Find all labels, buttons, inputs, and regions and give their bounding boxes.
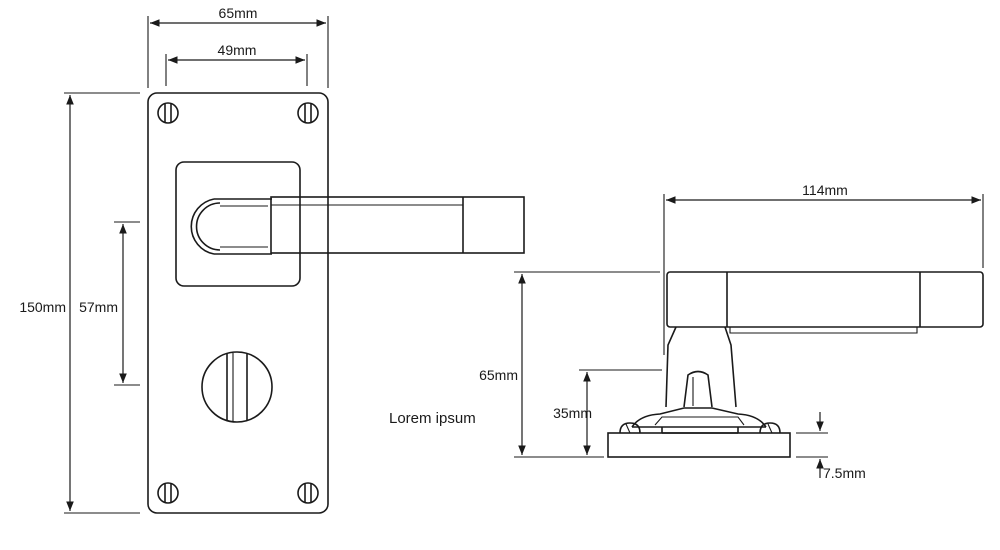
- lever-boss: [190, 198, 272, 255]
- dimension-front-screw-centres: [165, 54, 308, 86]
- side-view: 114mm 65mm 35mm 7.5mm: [479, 182, 984, 481]
- dimension-front-height: [64, 92, 140, 514]
- dimension-label-65mm-width: 65mm: [219, 5, 258, 21]
- dimension-front-width: [147, 16, 329, 88]
- side-lever-bar: [666, 271, 984, 334]
- side-rose-collar: [631, 407, 767, 434]
- dimension-label-114mm: 114mm: [802, 182, 848, 198]
- dimension-front-centres: [114, 221, 140, 386]
- front-view: 65mm 49mm 150mm 57mm: [19, 5, 525, 514]
- side-neck: [665, 326, 737, 408]
- dimension-side-plate: [796, 412, 828, 478]
- dimension-label-35mm: 35mm: [553, 405, 592, 421]
- side-base-plate: [607, 432, 791, 458]
- dimension-label-57mm: 57mm: [79, 299, 118, 315]
- dimension-label-49mm: 49mm: [218, 42, 257, 58]
- dimension-label-65mm-height: 65mm: [479, 367, 518, 383]
- rose-square: [175, 161, 301, 287]
- privacy-turn: [201, 351, 273, 423]
- dimension-side-rose: [579, 369, 662, 455]
- screw-icon: [157, 482, 179, 504]
- caption-text: Lorem ipsum: [389, 410, 476, 427]
- dimension-label-7-5mm: 7.5mm: [823, 465, 866, 481]
- screw-icon: [157, 102, 179, 124]
- dimension-side-height: [514, 271, 660, 458]
- backplate: [147, 92, 329, 514]
- screw-icon: [297, 102, 319, 124]
- lever-arm: [270, 196, 525, 254]
- screw-icon: [759, 422, 781, 434]
- dimension-label-150mm: 150mm: [19, 299, 66, 315]
- dimension-side-length: [663, 194, 984, 355]
- screw-icon: [297, 482, 319, 504]
- screw-icon: [619, 422, 641, 434]
